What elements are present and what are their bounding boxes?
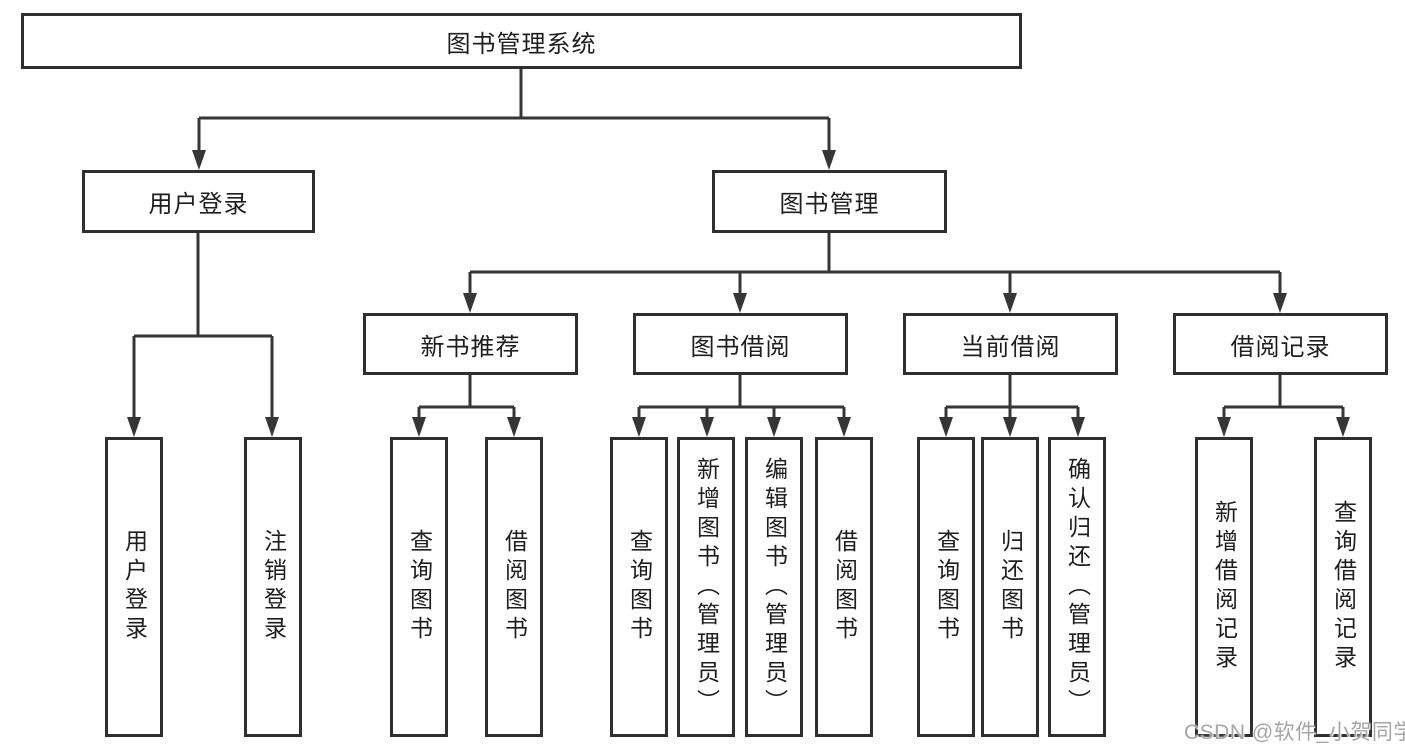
- node-book-management: 图书管理: [712, 170, 947, 233]
- node-new-book-recommend: 新书推荐: [363, 313, 578, 375]
- leaf-borrow-books-recommend: 借阅图书: [485, 437, 543, 737]
- arrow-down-icon: [632, 417, 646, 437]
- leaf-user-login: 用户登录: [105, 437, 163, 737]
- node-user-login-label: 用户登录: [148, 191, 249, 218]
- arrow-down-icon: [1071, 417, 1085, 437]
- arrow-down-icon: [265, 417, 279, 437]
- arrow-down-icon: [463, 293, 477, 313]
- leaf-query-books-current-label: 查询图书: [933, 529, 960, 645]
- edge-current-borrowing-fork: [944, 375, 1080, 421]
- edge-root-fork: [197, 68, 831, 154]
- leaf-add-books-admin-label: 新增图书（管理员）: [693, 456, 720, 718]
- watermark: CSDN @软件_小贺同学: [1184, 721, 1405, 744]
- leaf-query-books-recommend-label: 查询图书: [406, 529, 433, 645]
- node-borrowing-records: 借阅记录: [1173, 313, 1388, 375]
- leaf-add-borrow-record: 新增借阅记录: [1195, 437, 1253, 737]
- leaf-borrow-books-recommend-label: 借阅图书: [501, 529, 528, 645]
- node-book-borrowing-label: 图书借阅: [690, 333, 791, 361]
- leaf-borrow-books-borrowing-label: 借阅图书: [831, 529, 858, 645]
- edge-borrowing-records-fork: [1222, 375, 1345, 421]
- arrow-down-icon: [939, 417, 953, 437]
- leaf-return-books-label: 归还图书: [997, 529, 1024, 645]
- node-new-book-recommend-label: 新书推荐: [420, 333, 521, 361]
- leaf-edit-books-admin: 编辑图书（管理员）: [745, 437, 803, 737]
- arrow-down-icon: [700, 417, 714, 437]
- leaf-confirm-return-admin-label: 确认归还（管理员）: [1064, 456, 1091, 718]
- node-borrowing-records-label: 借阅记录: [1230, 333, 1331, 361]
- node-user-login: 用户登录: [82, 170, 315, 233]
- edge-book-borrowing-fork: [637, 375, 846, 421]
- arrow-down-icon: [733, 293, 747, 313]
- arrow-down-icon: [1273, 293, 1287, 313]
- arrow-down-icon: [1217, 417, 1231, 437]
- leaf-add-books-admin: 新增图书（管理员）: [677, 437, 735, 737]
- leaf-logout: 注销登录: [244, 437, 302, 737]
- node-current-borrowing: 当前借阅: [903, 313, 1118, 375]
- node-library-system: 图书管理系统: [21, 13, 1022, 69]
- edge-book-management-fork: [468, 232, 1282, 297]
- leaf-logout-label: 注销登录: [260, 529, 287, 645]
- node-current-borrowing-label: 当前借阅: [960, 333, 1061, 361]
- arrow-down-icon: [412, 417, 426, 437]
- edge-user-login-fork: [132, 232, 274, 421]
- arrow-down-icon: [192, 150, 206, 170]
- arrow-down-icon: [1003, 417, 1017, 437]
- leaf-confirm-return-admin: 确认归还（管理员）: [1048, 437, 1106, 737]
- arrow-down-icon: [1336, 417, 1350, 437]
- leaf-borrow-books-borrowing: 借阅图书: [815, 437, 873, 737]
- leaf-query-borrow-record-label: 查询借阅记录: [1330, 500, 1357, 674]
- leaf-return-books: 归还图书: [981, 437, 1039, 737]
- arrow-down-icon: [822, 150, 836, 170]
- leaf-query-books-current: 查询图书: [917, 437, 975, 737]
- leaf-add-borrow-record-label: 新增借阅记录: [1211, 500, 1238, 674]
- arrow-down-icon: [767, 417, 781, 437]
- arrow-down-icon: [507, 417, 521, 437]
- leaf-query-books-recommend: 查询图书: [390, 437, 448, 737]
- arrow-down-icon: [127, 417, 141, 437]
- node-library-system-label: 图书管理系统: [446, 30, 597, 58]
- leaf-edit-books-admin-label: 编辑图书（管理员）: [761, 456, 788, 718]
- arrow-down-icon: [1003, 293, 1017, 313]
- arrowhead-icons: [127, 150, 1350, 437]
- leaf-query-borrow-record: 查询借阅记录: [1314, 437, 1372, 737]
- node-book-management-label: 图书管理: [779, 191, 880, 218]
- leaf-query-books-borrowing-label: 查询图书: [626, 529, 653, 645]
- leaf-user-login-label: 用户登录: [121, 529, 148, 645]
- leaf-query-books-borrowing: 查询图书: [610, 437, 668, 737]
- edge-new-book-fork: [417, 375, 516, 421]
- arrow-down-icon: [837, 417, 851, 437]
- node-book-borrowing: 图书借阅: [633, 313, 848, 375]
